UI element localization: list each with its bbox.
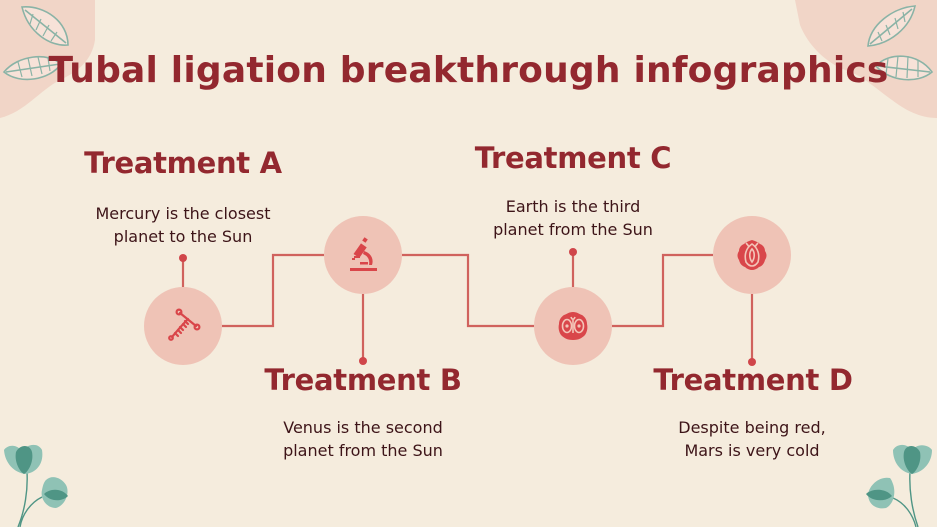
treatment-c-description-line2: planet from the Sun (493, 220, 653, 239)
treatment-b-circle (324, 216, 402, 294)
slide-title: Tubal ligation breakthrough infographics (48, 50, 889, 91)
treatment-d-circle (713, 216, 791, 294)
treatment-d-title: Treatment D (653, 363, 853, 397)
treatment-b-title: Treatment B (264, 363, 462, 397)
uterus-flower-icon (737, 240, 767, 270)
treatment-b-description-line2: planet from the Sun (283, 441, 443, 460)
treatment-a-title: Treatment A (84, 146, 282, 180)
stem-dot-a (179, 254, 187, 262)
stem-dot-c (569, 248, 577, 256)
treatment-b-description: Venus is the second planet from the Sun (243, 416, 483, 462)
teal-flower-icon (4, 444, 68, 527)
treatment-a-description-line1: Mercury is the closest (95, 204, 271, 223)
leaf-outline-icon (867, 5, 917, 47)
treatment-a-circle (144, 287, 222, 365)
leaf-outline-icon (21, 6, 69, 46)
connector-c-d (612, 253, 713, 328)
treatment-a-description: Mercury is the closest planet to the Sun (64, 202, 302, 248)
connector-a-b (222, 253, 324, 328)
microscope-icon (350, 237, 377, 271)
teal-flower-icon (866, 444, 932, 527)
treatment-c-description-line1: Earth is the third (505, 197, 641, 216)
leaf-outline-icon (2, 56, 63, 81)
treatment-a-description-line2: planet to the Sun (113, 227, 253, 246)
treatment-b-description-line1: Venus is the second (283, 418, 443, 437)
leaf-outline-icon (874, 55, 934, 81)
stem-dot-b (359, 357, 367, 365)
treatment-d-description: Despite being red, Mars is very cold (632, 416, 872, 462)
treatment-c-description: Earth is the third planet from the Sun (453, 195, 693, 241)
ovary-cells-icon (558, 312, 588, 340)
treatment-d-description-line1: Despite being red, (678, 418, 826, 437)
treatment-d-description-line2: Mars is very cold (684, 441, 820, 460)
connector-b-c (402, 253, 534, 328)
stem-dot-d (748, 358, 756, 366)
treatment-c-title: Treatment C (474, 141, 672, 175)
iud-icon (168, 308, 201, 341)
treatment-c-circle (534, 287, 612, 365)
